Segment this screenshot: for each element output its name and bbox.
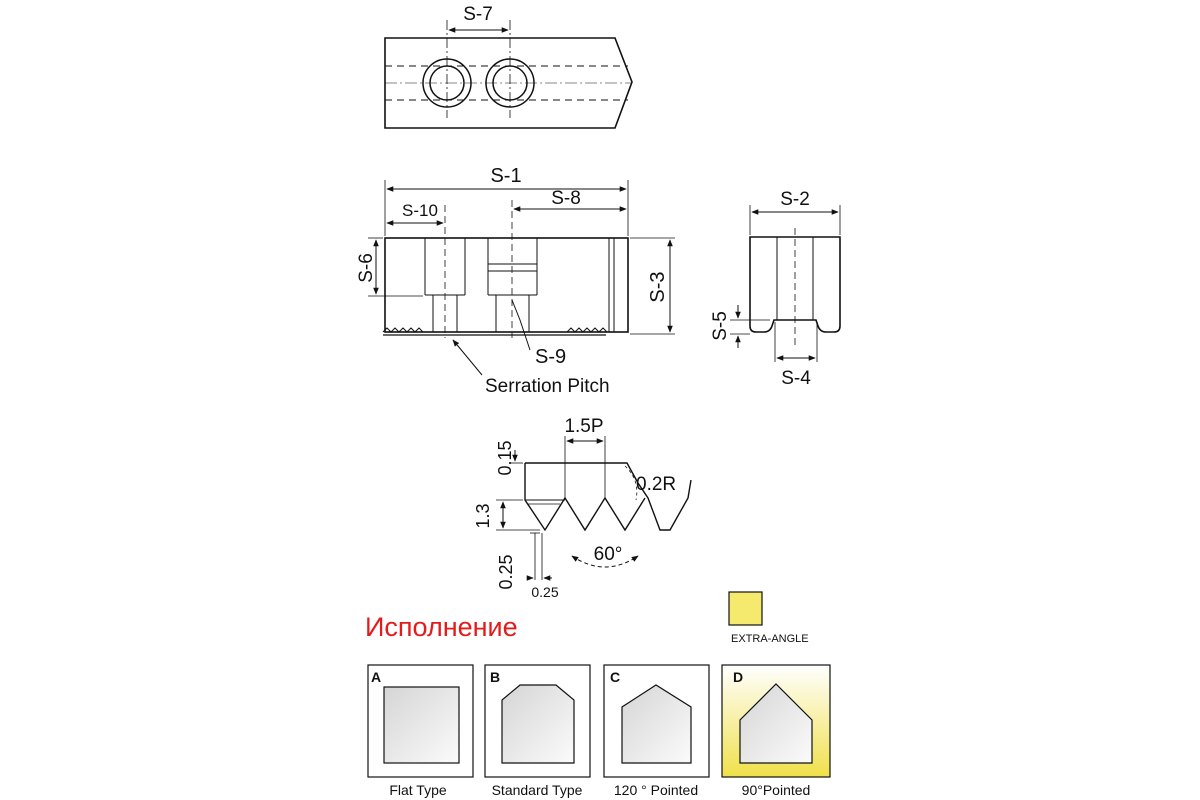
dimension-s3-label: S-3 (647, 271, 669, 302)
type-d-name: 90°Pointed (742, 782, 811, 798)
dimension-s6-label: S-6 (356, 253, 377, 283)
serration-detail: 1.5P 0.15 0.2R 1.3 0.25 0.25 60° (473, 416, 692, 600)
radius-label: 0.2R (636, 474, 676, 495)
type-a-letter: A (371, 669, 381, 685)
type-b-name: Standard Type (492, 782, 583, 798)
type-panel-a: A Flat Type (367, 664, 474, 798)
standard-type-profile (501, 684, 575, 764)
type-c-name: 120 ° Pointed (614, 782, 698, 798)
pointed-120-profile (621, 684, 692, 764)
type-b-letter: B (490, 669, 500, 685)
dimension-s4-label: S-4 (781, 368, 811, 389)
type-d-letter: D (733, 669, 743, 685)
pitch-label: 1.5P (564, 416, 603, 437)
pointed-90-profile (739, 683, 813, 764)
dimension-s1-label: S-1 (490, 165, 521, 187)
type-panel-d: D 90°Pointed (721, 664, 831, 798)
dimension-s8-label: S-8 (551, 188, 581, 209)
type-a-name: Flat Type (389, 782, 447, 798)
type-panel-b: B Standard Type (484, 664, 591, 798)
type-panel-c: C 120 ° Pointed (603, 664, 710, 798)
dimension-s5-label: S-5 (710, 311, 731, 341)
serration-pitch-label: Serration Pitch (485, 376, 610, 397)
dimension-s9-label: S-9 (535, 346, 566, 368)
dimension-s10-label: S-10 (402, 201, 438, 220)
dimension-s7-label: S-7 (463, 4, 493, 25)
dimension-s2-label: S-2 (780, 189, 810, 210)
extra-angle-legend: EXTRA-ANGLE (728, 591, 809, 645)
end-view: S-2 S-5 S-4 (710, 189, 841, 389)
type-c-letter: C (610, 669, 620, 685)
serration-teeth (382, 327, 608, 333)
extra-angle-label: EXTRA-ANGLE (731, 633, 809, 645)
extra-angle-swatch (728, 591, 763, 626)
top-offset-label: 0.15 (495, 440, 515, 475)
angle-label: 60° (594, 544, 623, 565)
bottom-offset-label: 0.25 (496, 554, 516, 589)
side-view: S-1 S-10 S-8 S-6 S-3 S-9 Serration Pitch (356, 165, 675, 397)
depth-label: 1.3 (473, 503, 493, 528)
flat-type-profile (383, 686, 460, 764)
variants-heading: Исполнение (365, 612, 518, 642)
tip-offset-label: 0.25 (531, 584, 558, 600)
top-view: S-7 (384, 4, 633, 129)
